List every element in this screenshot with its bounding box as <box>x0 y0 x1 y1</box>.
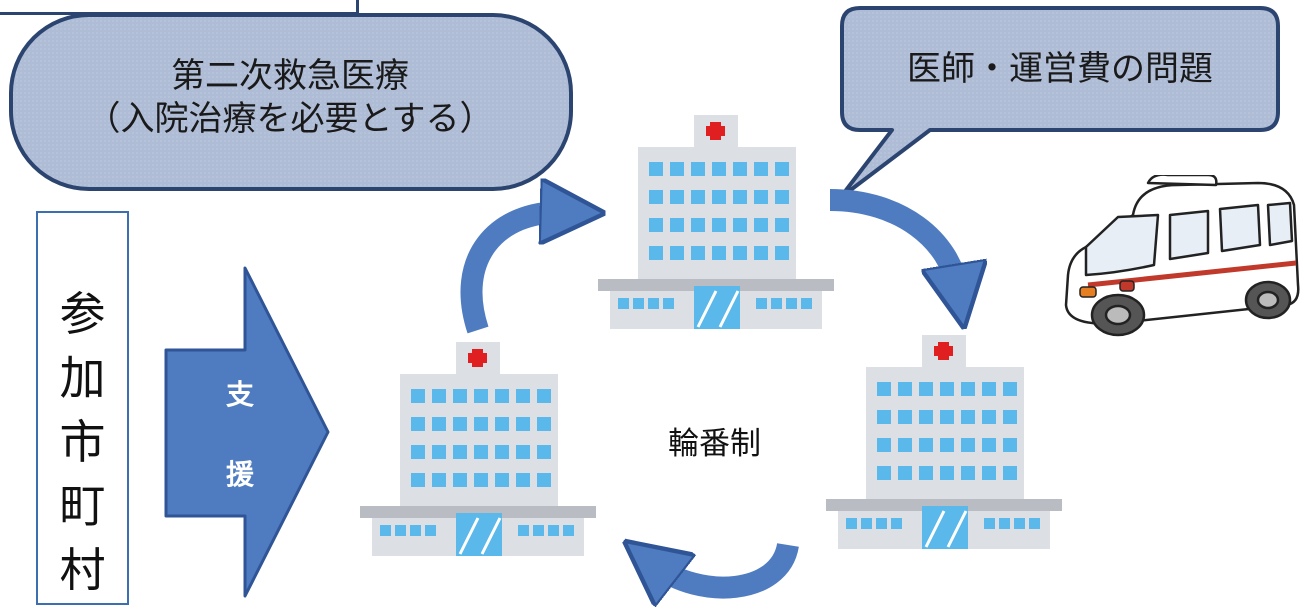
hospital-top <box>598 115 834 329</box>
bubble-right-text: 医師・運営費の問題 <box>907 49 1213 89</box>
municipalities-label: 参 加 市 町 村 <box>59 287 106 597</box>
arrow-top-right <box>829 189 958 290</box>
arrow-bottom <box>655 545 799 588</box>
support-arrow-label: 支 援 <box>225 378 254 491</box>
bubble-right-shape <box>838 6 1280 200</box>
hospital-right <box>826 335 1062 549</box>
ambulance-icon <box>1064 175 1300 337</box>
rotation-system-label: 輪番制 <box>668 426 761 462</box>
support-arrow-shape <box>164 266 330 598</box>
arrow-top-left <box>460 212 566 334</box>
bubble-left-shape <box>9 13 573 191</box>
bubble-left-text: 第二次救急医療 （入院治療を必要とする） <box>86 56 494 139</box>
hospital-left <box>360 342 596 556</box>
municipalities-box <box>36 211 129 605</box>
